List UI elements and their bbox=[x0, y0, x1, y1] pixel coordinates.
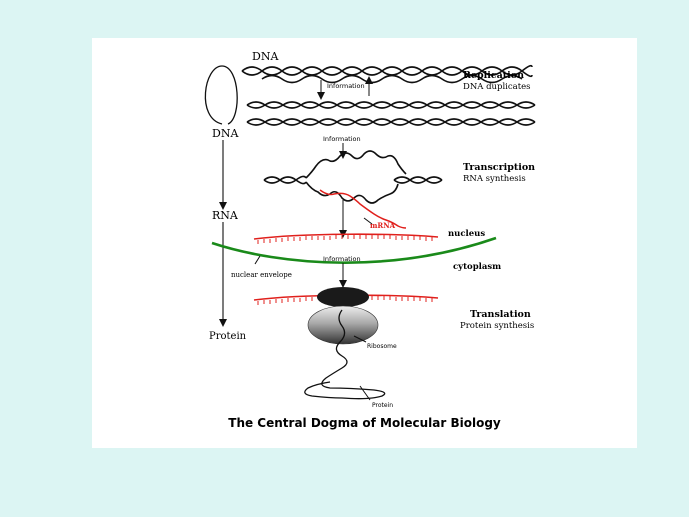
label-translation: Translation bbox=[470, 309, 531, 320]
label-ribosome: Ribosome bbox=[367, 343, 397, 350]
label-nuclear-envelope: nuclear envelope bbox=[231, 271, 292, 279]
label-information-1: Information bbox=[327, 82, 365, 90]
ribosome-pointer bbox=[353, 335, 367, 343]
label-protein-left: Protein bbox=[209, 331, 247, 342]
label-information-3: Information bbox=[323, 255, 361, 263]
transcription-bubble bbox=[263, 150, 443, 204]
label-transcription: Transcription bbox=[463, 162, 535, 173]
label-replication-sub: DNA duplicates bbox=[463, 82, 531, 92]
label-rna-left: RNA bbox=[212, 209, 239, 222]
label-cytoplasm: cytoplasm bbox=[453, 262, 501, 272]
daughter-helix-2 bbox=[246, 118, 536, 126]
label-transcription-sub: RNA synthesis bbox=[463, 174, 526, 184]
mrna-emerging-strand bbox=[319, 189, 407, 229]
label-translation-sub: Protein synthesis bbox=[460, 321, 534, 331]
nuclear-envelope bbox=[211, 236, 497, 264]
protein-pointer bbox=[359, 385, 371, 401]
ribosome-small-subunit bbox=[317, 287, 369, 307]
label-replication: Replication bbox=[463, 70, 524, 81]
replication-helix-top bbox=[241, 64, 533, 84]
label-protein-bottom: Protein bbox=[372, 402, 393, 409]
mrna-pointer bbox=[363, 217, 373, 225]
nuclear-envelope-pointer bbox=[254, 255, 261, 265]
diagram-caption: The Central Dogma of Molecular Biology bbox=[228, 416, 501, 430]
ribosome-large-subunit bbox=[307, 305, 379, 345]
label-dna-left: DNA bbox=[212, 127, 239, 140]
daughter-helix-1 bbox=[246, 101, 536, 109]
replication-loop bbox=[204, 65, 238, 125]
mrna-in-nucleus bbox=[253, 233, 439, 244]
diagram-card: DNA DNA RNA Protein Information Informat… bbox=[92, 38, 637, 448]
label-dna-top: DNA bbox=[252, 50, 279, 63]
label-nucleus: nucleus bbox=[448, 229, 485, 239]
label-mrna: mRNA bbox=[370, 221, 396, 230]
polypeptide-chain bbox=[304, 309, 386, 400]
label-information-2: Information bbox=[323, 135, 361, 143]
central-dogma-diagram: DNA DNA RNA Protein Information Informat… bbox=[204, 50, 536, 409]
ribosome bbox=[307, 287, 379, 345]
